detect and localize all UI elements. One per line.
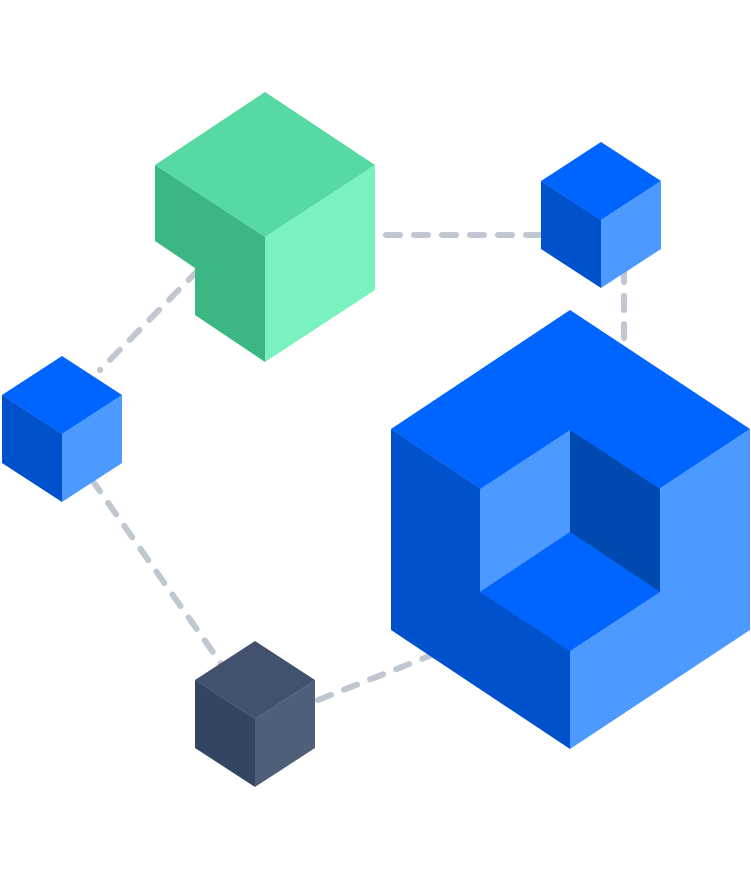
- small-blue-cube-left-right-face: [62, 395, 122, 502]
- green-cube-left-face: [155, 165, 265, 362]
- small-blue-cube-left-left-face: [2, 395, 62, 502]
- navy-cube-icon: [195, 641, 315, 787]
- big-cube-notch-left-wall: [480, 430, 570, 592]
- green-cube-right-face: [265, 165, 375, 362]
- small-blue-cube-top-right-right-face: [601, 181, 661, 288]
- big-blue-hollow-cube-icon: [391, 310, 750, 749]
- big-cube-notch-right-wall: [570, 430, 660, 592]
- green-cube-icon: [155, 92, 375, 362]
- navy-cube-left-face: [195, 680, 255, 787]
- navy-cube-right-face: [255, 680, 315, 787]
- green-cube-top-face: [155, 92, 375, 237]
- small-blue-cube-left-icon: [2, 356, 122, 502]
- connector-small-blue-left-to-navy: [89, 477, 225, 668]
- big-cube-notch-floor: [480, 532, 660, 651]
- connector-navy-to-big-blue: [315, 652, 435, 703]
- big-cube-top-face: [391, 310, 750, 548]
- small-blue-cube-top-right-icon: [541, 142, 661, 288]
- small-blue-cube-top-right-left-face: [541, 181, 601, 288]
